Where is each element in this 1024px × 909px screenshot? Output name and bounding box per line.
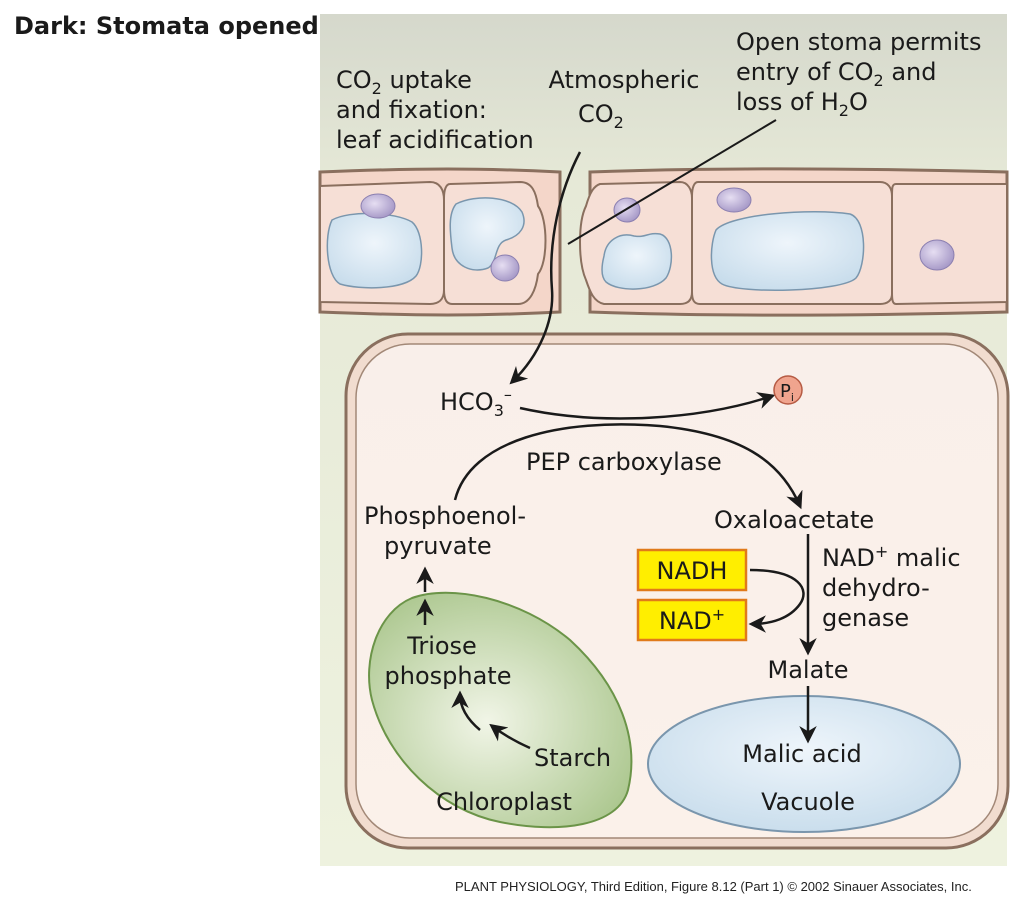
- vacuole-label: Vacuole: [761, 788, 855, 816]
- cell-vacuole: [710, 210, 865, 291]
- open-stoma-label: Open stoma permits: [736, 28, 981, 56]
- atmospheric-label: Atmospheric: [549, 66, 700, 94]
- mdh-label: NAD+ malic: [822, 542, 961, 572]
- nad-plus-box: [636, 598, 748, 642]
- co2-uptake-label-line2: and fixation:: [336, 96, 487, 124]
- nadh-box: [636, 548, 748, 592]
- open-stoma-label-line3: loss of H2O: [736, 88, 868, 120]
- malic-acid-label: Malic acid: [742, 740, 861, 768]
- pep-label: Phosphoenol-: [364, 502, 526, 530]
- co2-entry-arrow: [509, 151, 582, 385]
- nucleus: [613, 197, 641, 223]
- caption-book-title: PLANT PHYSIOLOGY: [455, 879, 584, 894]
- mdh-label-line3: genase: [822, 604, 909, 632]
- nadh-label: NADH: [657, 557, 728, 585]
- pi-label: Pi: [780, 381, 794, 404]
- nad-plus-label: NAD+: [659, 605, 725, 635]
- pep-carboxylase-label: PEP carboxylase: [526, 448, 722, 476]
- stoma-pointer-line: [567, 119, 777, 245]
- triose-label: Triose: [406, 632, 477, 660]
- malate-label: Malate: [768, 656, 849, 684]
- nadh-to-nad-arrow: [748, 568, 805, 633]
- pep-carboxylase-arrow: [453, 423, 803, 510]
- nucleus: [360, 193, 396, 219]
- page-title: Dark: Stomata opened: [14, 12, 319, 40]
- mdh-label-line2: dehydro-: [822, 574, 930, 602]
- triose-curve-arrow: [451, 690, 481, 731]
- epidermis-layer: [318, 167, 1009, 317]
- cell-vacuole: [449, 197, 525, 271]
- chloroplast-label: Chloroplast: [436, 788, 572, 816]
- atmospheric-co2-label: CO2: [578, 100, 624, 132]
- triose-label-line2: phosphate: [385, 662, 512, 690]
- pi-circle: [773, 375, 803, 405]
- nucleus: [716, 187, 752, 213]
- cell-vacuole: [326, 212, 423, 289]
- pep-label-line2: pyruvate: [384, 532, 492, 560]
- figure-caption: PLANT PHYSIOLOGY, Third Edition, Figure …: [455, 879, 972, 894]
- chloroplast: [368, 591, 633, 829]
- central-vacuole: [647, 695, 961, 833]
- starch-label: Starch: [534, 744, 611, 772]
- hco3-label: HCO3–: [440, 385, 512, 420]
- oxaloacetate-label: Oxaloacetate: [714, 506, 874, 534]
- co2-uptake-label-line3: leaf acidification: [336, 126, 534, 154]
- cell-vacuole: [601, 232, 673, 290]
- caption-rest: , Third Edition, Figure 8.12 (Part 1) © …: [583, 879, 972, 894]
- epidermal-cell: [891, 183, 1008, 306]
- co2-uptake-label: CO2 uptake: [336, 66, 472, 98]
- open-stoma-label-line2: entry of CO2 and: [736, 58, 936, 90]
- nucleus: [490, 254, 520, 282]
- starch-to-triose-arrow: [489, 723, 531, 750]
- hco3-to-pi-arrow: [519, 392, 776, 420]
- nucleus: [919, 239, 955, 271]
